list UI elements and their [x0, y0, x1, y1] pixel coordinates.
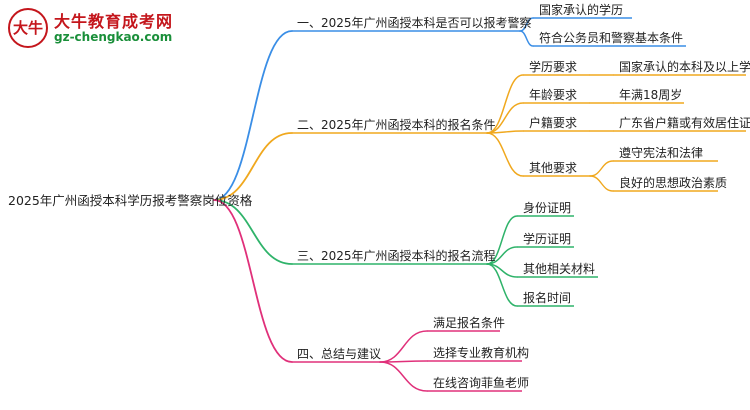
root-node-label: 2025年广州函授本科学历报考警察岗位资格 — [8, 193, 253, 208]
grandchild-label-b2c4g2: 良好的思想政治素质 — [619, 176, 728, 190]
child-label-b1c1: 国家承认的学历 — [539, 3, 624, 17]
grandchild-label-b2c3g1: 广东省户籍或有效居住证 — [619, 116, 750, 130]
grandchild-label-b2c2g1: 年满18周岁 — [619, 88, 683, 102]
child-label-b3c3: 其他相关材料 — [523, 262, 596, 276]
child-label-b3c2: 学历证明 — [523, 232, 572, 246]
grandchild-label-b2c4g1: 遵守宪法和法律 — [619, 146, 704, 160]
branch-label-b1: 一、2025年广州函授本科是否可以报考警察 — [297, 16, 532, 30]
grandchild-label-b2c1g1: 国家承认的本科及以上学历 — [619, 60, 750, 74]
branch-connector-b3 — [213, 199, 293, 265]
branch-connector-b2 — [213, 132, 293, 201]
child-label-b1c2: 符合公务员和警察基本条件 — [539, 31, 684, 45]
branch-label-b3: 三、2025年广州函授本科的报名流程 — [297, 249, 496, 263]
child-label-b4c3: 在线咨询菲鱼老师 — [433, 376, 530, 390]
child-connector-b4c1 — [379, 330, 428, 363]
child-label-b2c2: 年龄要求 — [529, 88, 578, 102]
child-connector-b2c2 — [486, 102, 524, 134]
child-connector-b2c3 — [486, 130, 524, 134]
logo-url: gz-chengkao.com — [54, 30, 173, 44]
child-label-b2c4: 其他要求 — [529, 161, 578, 175]
child-connector-b3c4 — [486, 263, 518, 307]
child-connector-b3c1 — [486, 215, 518, 265]
child-label-b4c2: 选择专业教育机构 — [433, 346, 530, 360]
site-logo: 大牛 大牛教育成考网 gz-chengkao.com — [8, 6, 218, 52]
branch-connector-b1 — [213, 30, 293, 201]
child-label-b3c1: 身份证明 — [523, 201, 572, 215]
child-label-b2c1: 学历要求 — [529, 60, 578, 74]
branch-label-b4: 四、总结与建议 — [297, 347, 382, 361]
child-label-b3c4: 报名时间 — [523, 291, 572, 305]
child-label-b4c1: 满足报名条件 — [433, 316, 506, 330]
logo-title: 大牛教育成考网 — [54, 12, 174, 31]
child-label-b2c3: 户籍要求 — [529, 116, 578, 130]
branch-connector-b4 — [213, 199, 293, 363]
grandchild-connector-b2c4g1 — [589, 160, 614, 177]
grandchild-connector-b2c4g2 — [589, 175, 614, 192]
child-connector-b4c3 — [379, 361, 428, 392]
child-connector-b1c2 — [519, 30, 534, 47]
branch-label-b2: 二、2025年广州函授本科的报名条件 — [297, 118, 496, 132]
logo-mark: 大牛 — [8, 8, 48, 48]
child-connector-b2c4 — [486, 132, 524, 177]
